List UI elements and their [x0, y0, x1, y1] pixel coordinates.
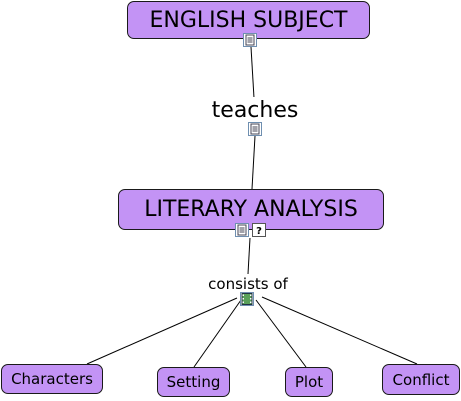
document-icon[interactable] — [243, 33, 257, 47]
link-phrase-teaches[interactable]: teaches — [206, 97, 304, 125]
line-teaches-to-literary — [251, 135, 256, 190]
line-consists-to-conflict — [261, 296, 418, 365]
concept-characters[interactable]: Characters — [1, 364, 103, 394]
question-icon-glyph: ? — [256, 226, 262, 236]
document-icon[interactable] — [248, 122, 262, 136]
line-consists-to-plot — [255, 299, 307, 368]
question-icon[interactable]: ? — [252, 223, 266, 237]
line-consists-to-characters — [86, 297, 238, 365]
line-english-to-teaches — [250, 46, 255, 99]
line-literary-to-consists — [247, 237, 251, 275]
concept-setting[interactable]: Setting — [157, 367, 230, 397]
concept-english-subject-label: ENGLISH SUBJECT — [149, 7, 348, 33]
line-consists-to-setting — [193, 299, 242, 368]
film-icon[interactable] — [240, 292, 254, 306]
concept-literary-analysis[interactable]: LITERARY ANALYSIS — [118, 189, 384, 230]
link-phrase-consists-of[interactable]: consists of — [201, 274, 295, 294]
concept-conflict[interactable]: Conflict — [382, 364, 460, 395]
document-icon[interactable] — [235, 223, 249, 237]
concept-plot[interactable]: Plot — [285, 367, 333, 397]
concept-literary-analysis-label: LITERARY ANALYSIS — [144, 197, 358, 222]
concept-english-subject[interactable]: ENGLISH SUBJECT — [127, 1, 370, 39]
